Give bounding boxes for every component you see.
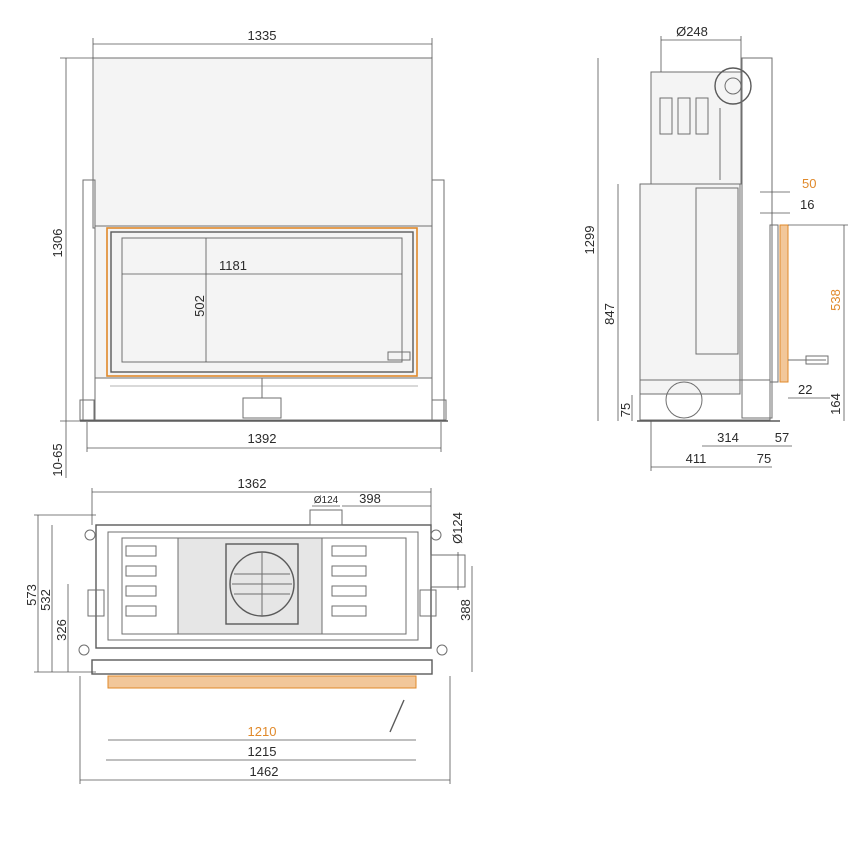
- top-left-bracket: [87, 589, 105, 617]
- side-base: [639, 379, 771, 421]
- dim-depth-a: 314: [717, 430, 739, 445]
- top-view: 1362 Ø124 398 Ø124 573 532 326 388 1210 …: [24, 476, 473, 784]
- front-view: 1335 1306 1181 502 1392 10-65: [50, 28, 448, 478]
- front-base: [94, 377, 433, 421]
- dim-top-width-base: 1462: [250, 764, 279, 779]
- base-control: [242, 397, 282, 419]
- side-body: [639, 183, 741, 395]
- dim-top-glass-width: 1210: [248, 724, 277, 739]
- dim-frame-offset: 50: [802, 176, 816, 191]
- dim-leg-adjust: 10-65: [50, 443, 65, 476]
- door-handle: [387, 351, 411, 361]
- flue-outlet: [714, 67, 752, 105]
- side-panel: [695, 187, 739, 355]
- dim-side-total-height: 1299: [582, 226, 597, 255]
- top-front-frame: [91, 659, 433, 675]
- side-air-intake: [665, 381, 703, 419]
- dim-depth-total: 411: [686, 451, 707, 466]
- dim-top-depth-total: 573: [24, 584, 39, 606]
- door-glass-edge: [779, 224, 789, 383]
- top-flue-square: [225, 543, 299, 625]
- dim-body-height: 847: [602, 303, 617, 325]
- front-left-foot: [79, 399, 95, 421]
- front-firebox: [94, 225, 433, 379]
- front-right-foot: [431, 399, 447, 421]
- dim-inlet-diameter: Ø124: [314, 495, 339, 506]
- top-right-bracket: [419, 589, 437, 617]
- top-center-block: [177, 537, 323, 635]
- side-front-frame: [741, 57, 773, 419]
- dim-width-top: 1335: [248, 28, 277, 43]
- dim-top-frame-width: 1215: [248, 744, 277, 759]
- side-view: Ø248 1299 847 75 50 16 538 22 164 314 57…: [582, 24, 848, 471]
- dim-base-height: 75: [618, 403, 633, 417]
- dim-top-depth-mid: 532: [38, 589, 53, 611]
- dim-glass-width: 1181: [219, 258, 247, 273]
- top-glass-strip: [107, 675, 417, 689]
- dim-side-inlet-diameter: Ø124: [450, 512, 465, 544]
- dim-frame-depth: 16: [800, 197, 814, 212]
- dim-top-width: 1362: [238, 476, 267, 491]
- dim-height-total: 1306: [50, 229, 65, 258]
- side-inlet: [430, 554, 466, 588]
- dim-glass-height: 502: [192, 295, 207, 317]
- front-right-post: [431, 179, 445, 421]
- dim-door-height: 538: [828, 289, 843, 311]
- dim-bottom-height: 164: [828, 393, 843, 415]
- door-seal-outline: [106, 227, 418, 377]
- dim-flue-diameter: Ø248: [676, 24, 708, 39]
- glass-panel: [121, 237, 403, 363]
- top-inlet-pipe: [309, 509, 343, 526]
- front-hood: [92, 57, 433, 229]
- dim-top-depth-inner: 326: [54, 619, 69, 641]
- dim-depth-b: 57: [775, 430, 789, 445]
- dim-width-base: 1392: [248, 431, 277, 446]
- door-frame: [110, 231, 414, 373]
- dim-inlet-offset: 398: [359, 491, 381, 506]
- dim-bottom-gap: 22: [798, 382, 812, 397]
- dim-side-inlet-offset: 388: [458, 599, 473, 621]
- dim-depth-c: 75: [757, 451, 771, 466]
